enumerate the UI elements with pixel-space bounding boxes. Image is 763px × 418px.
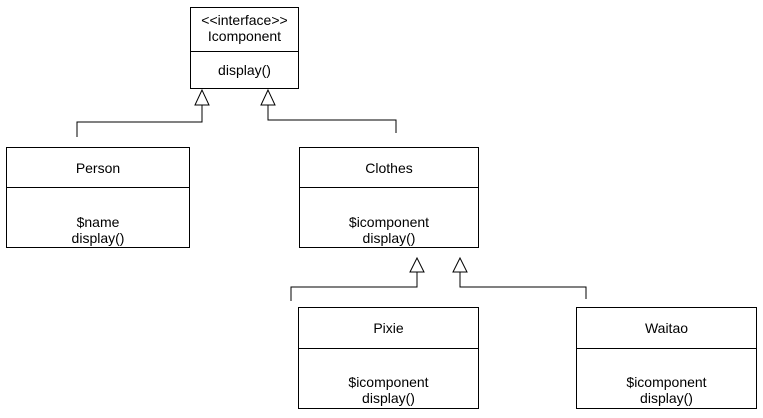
class-name: Person <box>75 160 121 176</box>
class-name: Clothes <box>365 160 413 176</box>
class-divider <box>577 348 756 349</box>
class-header: Clothes <box>300 160 478 176</box>
class-member: display() <box>640 390 693 406</box>
class-header: Pixie <box>299 320 478 336</box>
class-name: Pixie <box>373 320 404 336</box>
class-stereotype: <<interface>> <box>201 12 288 28</box>
relation-pixie-clothes <box>290 272 418 301</box>
class-header: Person <box>7 160 189 176</box>
relation-waitao-clothes <box>459 272 587 299</box>
class-member: display() <box>362 390 415 406</box>
class-members: $name display() <box>7 214 189 246</box>
class-divider <box>300 187 478 188</box>
class-pixie[interactable]: Pixie $icomponent display() <box>298 307 479 409</box>
class-member: display() <box>71 230 125 246</box>
class-member: $name <box>76 214 120 230</box>
class-member: display() <box>218 62 271 78</box>
class-members: $icomponent display() <box>577 374 756 406</box>
class-members: $icomponent display() <box>299 374 478 406</box>
class-icomponent[interactable]: <<interface>> Icomponent display() <box>190 7 299 89</box>
class-waitao[interactable]: Waitao $icomponent display() <box>576 307 757 409</box>
inheritance-arrow-clothes <box>260 88 276 106</box>
class-member: $icomponent <box>348 374 429 390</box>
relation-person-icomponent <box>76 105 203 137</box>
class-member: $icomponent <box>626 374 707 390</box>
class-person[interactable]: Person $name display() <box>6 147 190 248</box>
relation-clothes-icomponent <box>267 105 397 133</box>
class-header: <<interface>> Icomponent <box>191 12 298 44</box>
class-divider <box>7 187 189 188</box>
class-members: display() <box>191 62 298 78</box>
inheritance-arrow-pixie <box>409 256 425 273</box>
class-name: Icomponent <box>207 28 282 44</box>
class-header: Waitao <box>577 320 756 336</box>
class-member: $icomponent <box>348 214 430 230</box>
inheritance-arrow-person <box>194 88 210 106</box>
class-clothes[interactable]: Clothes $icomponent display() <box>299 147 479 248</box>
class-name: Waitao <box>644 320 689 336</box>
class-members: $icomponent display() <box>300 214 478 246</box>
inheritance-arrow-waitao <box>452 256 468 273</box>
class-divider <box>299 348 478 349</box>
class-member: display() <box>362 230 416 246</box>
class-divider <box>191 51 298 52</box>
